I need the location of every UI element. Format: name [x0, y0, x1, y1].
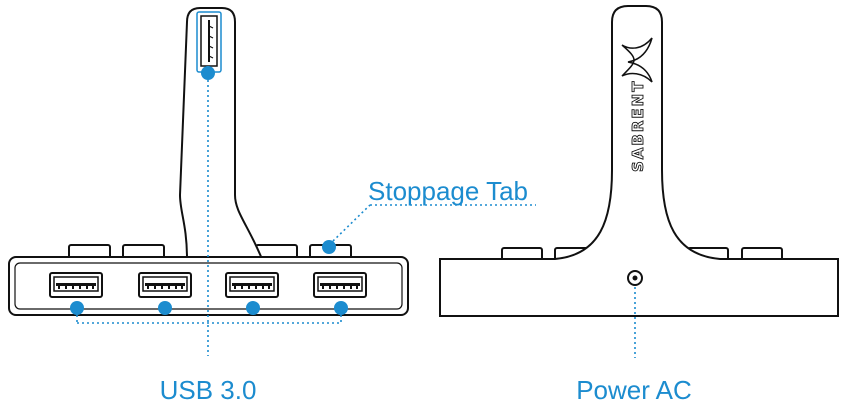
- back-stand: [439, 5, 839, 317]
- callout-dot: [322, 240, 336, 254]
- front-view: [8, 7, 536, 356]
- usb-port: [49, 272, 103, 298]
- top-usb-port: [196, 11, 222, 73]
- brand-logo-text: SABRENT: [629, 80, 647, 172]
- power-ac-label: Power AC: [576, 375, 692, 405]
- callout-dot: [246, 301, 260, 315]
- back-view: SABRENT: [439, 5, 839, 358]
- usb-label: USB 3.0: [160, 375, 257, 405]
- callout-dot: [70, 301, 84, 315]
- sabrent-logo: SABRENT: [621, 37, 653, 172]
- usb-port: [138, 272, 192, 298]
- callout-dot: [201, 66, 215, 80]
- callout-dot: [158, 301, 172, 315]
- usb-port: [313, 272, 367, 298]
- usb-port: [225, 272, 279, 298]
- callout-dot: [334, 301, 348, 315]
- callout-leaders: [76, 80, 536, 356]
- sabrent-wing-logo-icon: [621, 37, 653, 83]
- stoppage-tab-label: Stoppage Tab: [368, 176, 528, 206]
